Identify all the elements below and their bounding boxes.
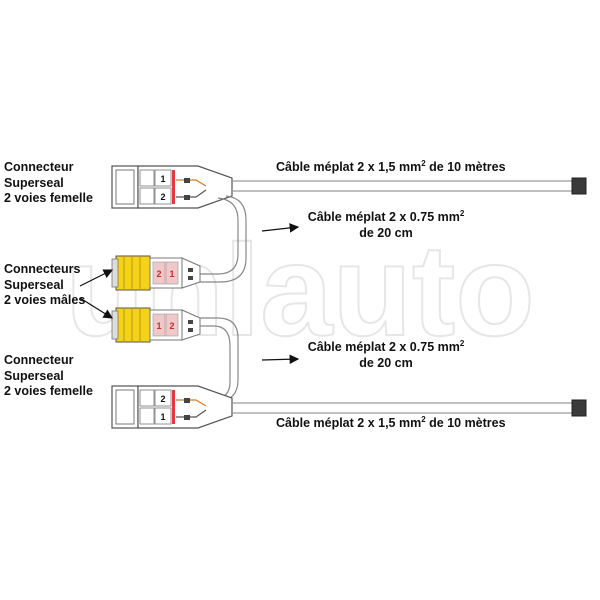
arrows-males — [79, 269, 114, 319]
top-long-cable — [232, 177, 587, 195]
arrow-bottom-short — [261, 354, 300, 365]
arrow-top-short — [261, 223, 300, 233]
pin-label: 2 — [160, 394, 165, 404]
pin-label: 1 — [156, 321, 161, 331]
label-bottom-short-cable: Câble méplat 2 x 0.75 mm2 de 20 cm — [307, 338, 465, 370]
pin-label: 1 — [160, 412, 165, 422]
label-top-female: Connecteur Superseal 2 voies femelle — [4, 160, 93, 205]
label-males: Connecteurs Superseal 2 voies mâles — [4, 262, 86, 307]
bottom-female-connector: 2 1 — [111, 385, 233, 429]
label-top-long-cable: Câble méplat 2 x 1,5 mm2 de 10 mètres — [276, 158, 506, 174]
label-top-short-cable: Câble méplat 2 x 0.75 mm2 de 20 cm — [307, 208, 465, 240]
pin-label: 2 — [156, 269, 161, 279]
male-connector-upper: 2 1 — [111, 255, 201, 291]
pin-label: 1 — [169, 269, 174, 279]
label-bottom-female: Connecteur Superseal 2 voies femelle — [4, 353, 93, 398]
top-female-connector: 1 2 — [111, 165, 233, 209]
pin-label: 2 — [160, 192, 165, 202]
label-bottom-long-cable: Câble méplat 2 x 1,5 mm2 de 10 mètres — [276, 414, 506, 430]
pin-label: 2 — [169, 321, 174, 331]
bottom-long-cable — [232, 399, 587, 417]
pin-label: 1 — [160, 174, 165, 184]
male-connector-lower: 1 2 — [111, 307, 201, 343]
top-short-cable — [200, 195, 247, 283]
